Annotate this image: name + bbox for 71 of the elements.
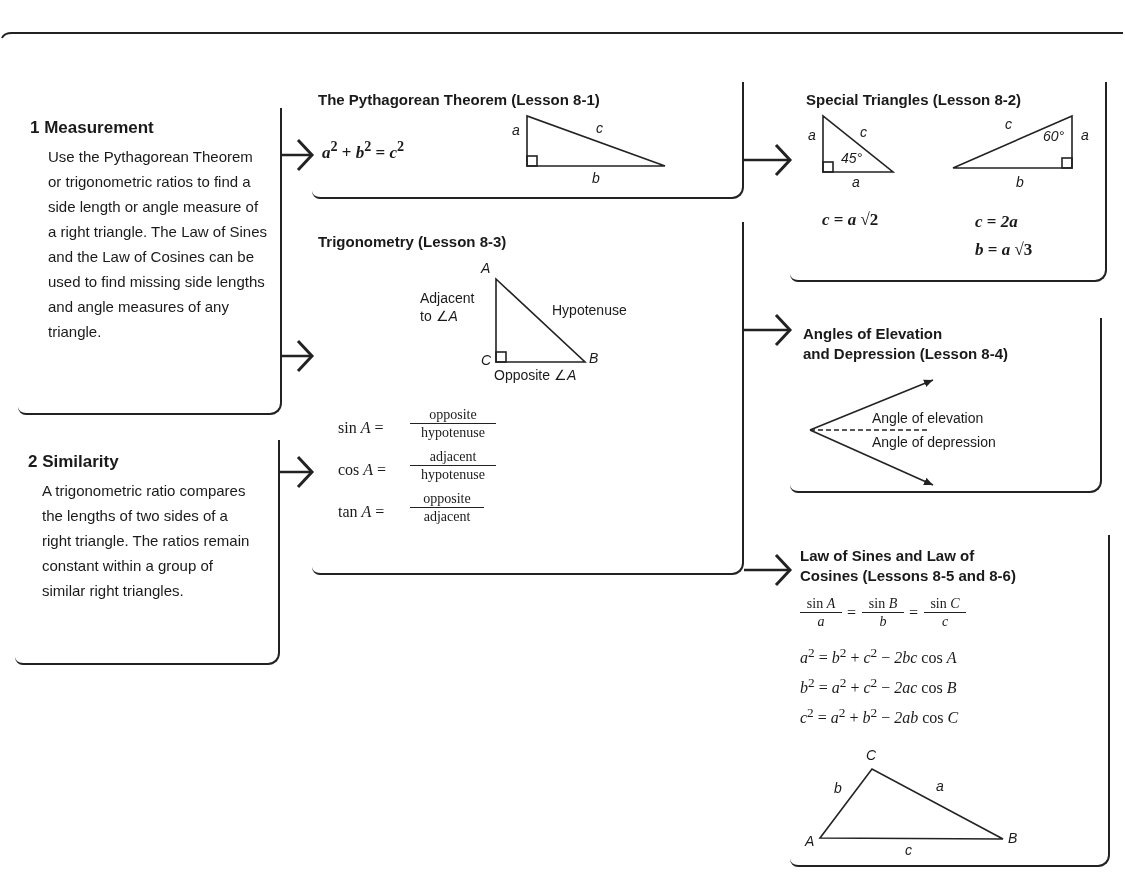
- vertex-label: B: [1008, 830, 1018, 847]
- formula: cos A =: [338, 460, 387, 480]
- chevron-arrow: [744, 143, 792, 177]
- card-title: Law of Sines and Law of Cosines (Lessons 8-5 and 8-6): [800, 546, 1017, 586]
- lesson-card: [790, 318, 1102, 493]
- side-label: a: [852, 174, 860, 191]
- chevron-arrow: [744, 553, 792, 587]
- lesson-card: [790, 82, 1107, 282]
- side-label: Hypotenuse: [552, 301, 627, 319]
- equals-sign: =: [847, 603, 857, 623]
- side-label: b: [592, 170, 600, 187]
- side-label: Adjacent to ∠A: [420, 289, 476, 325]
- section-heading: 2 Similarity: [28, 452, 119, 473]
- description-text: A trigonometric ratio compares the lengths of two sides of a right triangle. The ratios remain constant within a group of similar right triangles.: [42, 481, 251, 601]
- section-heading: 1 Measurement: [30, 118, 154, 139]
- card-title: Special Triangles (Lesson 8-2): [806, 90, 1022, 110]
- vertex-label: B: [589, 350, 599, 367]
- vertex-label: A: [481, 260, 491, 277]
- description-text: Use the Pythagorean Theorem or trigonometric ratios to find a side length or angle measure of a right triangle. The Law of Sines and the Law of Cosines can be used to find missing side lengths and angle measures of any triangle.: [48, 147, 269, 342]
- card-title: The Pythagorean Theorem (Lesson 8-1): [318, 90, 600, 110]
- equals-sign: =: [909, 603, 919, 623]
- lesson-card: [790, 535, 1110, 867]
- topic-card: [18, 108, 282, 415]
- fraction-denominator: hypotenuse: [420, 425, 486, 441]
- angle-label: 60°: [1043, 128, 1065, 145]
- formula: a$^{2}$ + b$^{2}$ = c$^{2}$: [322, 138, 405, 164]
- fraction-denominator: adjacent: [422, 509, 472, 525]
- vertex-label: A: [805, 833, 815, 850]
- formula: c = a √2: [822, 210, 879, 231]
- formula: b$^{2}$ = a$^{2}$ + c$^{2}$ − 2ac cos B: [800, 675, 957, 698]
- fraction-denominator: c: [940, 614, 950, 630]
- lesson-card: [312, 82, 744, 199]
- topic-card: [15, 440, 280, 665]
- card-title: Trigonometry (Lesson 8-3): [318, 232, 507, 252]
- formula: c = 2a: [975, 212, 1018, 233]
- chevron-arrow: [282, 138, 314, 172]
- formula: a$^{2}$ = b$^{2}$ + c$^{2}$ − 2bc cos A: [800, 645, 957, 668]
- side-label: Opposite ∠A: [494, 366, 577, 384]
- side-label: c: [1005, 116, 1012, 133]
- side-label: c: [860, 124, 867, 141]
- fraction-numerator: sin B: [862, 596, 904, 613]
- fraction-numerator: adjacent: [410, 449, 496, 466]
- angle-label: Angle of depression: [872, 433, 996, 451]
- vertex-label: C: [481, 352, 492, 369]
- formula: b = a √3: [975, 240, 1033, 261]
- formula: tan A =: [338, 502, 385, 522]
- angle-label: Angle of elevation: [872, 409, 984, 427]
- formula: sin A =: [338, 418, 384, 438]
- fraction-numerator: sin A: [800, 596, 842, 613]
- fraction-numerator: opposite: [410, 491, 484, 508]
- fraction-numerator: opposite: [410, 407, 496, 424]
- chevron-arrow: [744, 313, 792, 347]
- side-label: a: [1081, 127, 1089, 144]
- side-label: b: [834, 780, 842, 797]
- fraction-denominator: b: [878, 614, 888, 630]
- formula: c$^{2}$ = a$^{2}$ + b$^{2}$ − 2ab cos C: [800, 705, 959, 728]
- fraction-denominator: a: [816, 614, 826, 630]
- side-label: c: [596, 120, 603, 137]
- side-label: a: [936, 778, 944, 795]
- side-label: b: [1016, 174, 1024, 191]
- angle-label: 45°: [841, 150, 863, 167]
- chevron-arrow: [280, 455, 314, 489]
- card-title: Angles of Elevation and Depression (Lesson 8-4): [803, 324, 1010, 364]
- fraction-denominator: hypotenuse: [420, 467, 486, 483]
- fraction-numerator: sin C: [924, 596, 966, 613]
- lesson-card: [312, 222, 744, 575]
- chevron-arrow: [282, 339, 314, 373]
- vertex-label: C: [866, 747, 877, 764]
- side-label: a: [808, 127, 816, 144]
- side-label: c: [905, 842, 912, 859]
- side-label: a: [512, 122, 520, 139]
